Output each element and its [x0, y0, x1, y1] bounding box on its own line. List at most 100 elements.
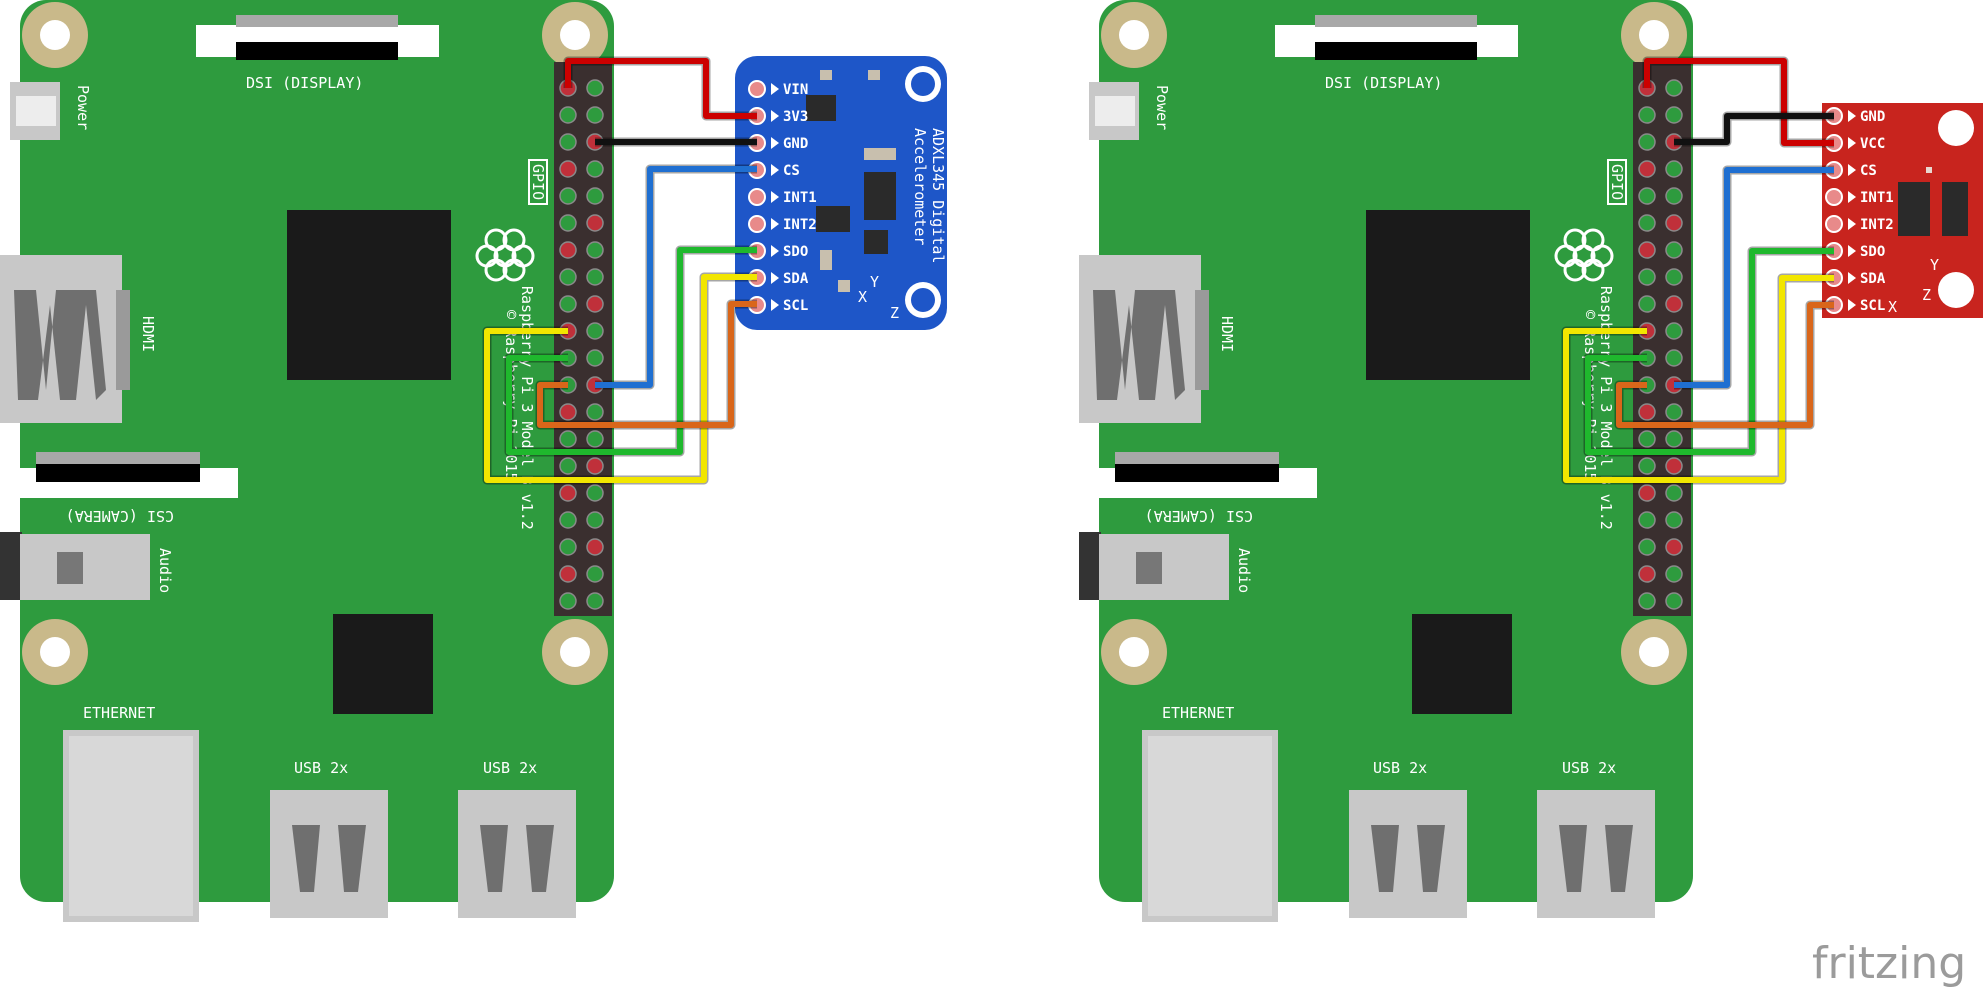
sensor-pin-label: INT2	[783, 217, 817, 233]
sensor-pin-label: CS	[783, 163, 800, 179]
gpio-pin	[586, 403, 604, 421]
gpio-pin	[586, 268, 604, 286]
sensor-pin-int2	[1825, 215, 1843, 233]
sensor-pin-label: SDA	[1860, 271, 1886, 287]
sensor-pin-label: INT1	[783, 190, 817, 206]
gpio-pin	[1638, 214, 1656, 232]
gpio-pin	[586, 187, 604, 205]
gpio-pin	[586, 592, 604, 610]
gpio-pin	[1638, 187, 1656, 205]
gpio-pin	[1665, 322, 1683, 340]
model-label: Raspberry Pi 3 Model B v1.2	[518, 286, 536, 530]
sensor-pin-label: SDO	[1860, 244, 1885, 260]
gpio-pin	[1638, 295, 1656, 313]
sensor-pin-int1	[748, 188, 766, 206]
gpio-pin	[1665, 79, 1683, 97]
wire-layer	[482, 56, 1834, 485]
gpio-pin	[559, 565, 577, 583]
gpio-pin	[1665, 160, 1683, 178]
gpio-pin	[1638, 403, 1656, 421]
fritzing-watermark: fritzing	[1812, 938, 1966, 989]
usb-label-2: USB 2x	[483, 759, 537, 777]
gpio-pin	[559, 484, 577, 502]
gpio-pin	[1638, 133, 1656, 151]
gpio-pin	[586, 214, 604, 232]
wire	[537, 301, 757, 428]
gpio-pin	[559, 511, 577, 529]
gpio-pin	[1665, 511, 1683, 529]
gpio-pin	[1638, 241, 1656, 259]
sensor-pin-label: SDO	[783, 244, 808, 260]
axis-z-label: Z	[890, 304, 899, 322]
audio-label: Audio	[156, 548, 174, 593]
sensor-pin-vin	[748, 80, 766, 98]
gpio-label: GPIO	[1608, 164, 1626, 200]
gpio-pin	[586, 295, 604, 313]
csi-label: CSI (CAMERA)	[66, 507, 174, 525]
sensor-pin-label: INT2	[1860, 217, 1894, 233]
gpio-pin	[559, 133, 577, 151]
axis-z-label: Z	[1922, 286, 1931, 304]
gpio-pin	[1665, 214, 1683, 232]
sensor-pin-label: 3V3	[783, 109, 808, 125]
gpio-pin	[559, 457, 577, 475]
sensor-pin-label: SDA	[783, 271, 809, 287]
sensor-title-line2: Accelerometer	[911, 128, 929, 245]
gpio-pin	[1665, 349, 1683, 367]
csi-label: CSI (CAMERA)	[1145, 507, 1253, 525]
sensor-pin-label: VCC	[1860, 136, 1885, 152]
gpio-pin	[586, 457, 604, 475]
axis-x-label: X	[1888, 298, 1897, 316]
axis-y-label: Y	[870, 273, 879, 291]
gpio-pin	[1665, 295, 1683, 313]
gpio-pin	[586, 241, 604, 259]
hdmi-label: HDMI	[1218, 316, 1236, 352]
gpio-pin	[586, 106, 604, 124]
dsi-label: DSI (DISPLAY)	[246, 74, 363, 92]
usb-label-1: USB 2x	[294, 759, 348, 777]
power-label: Power	[74, 85, 92, 130]
sensor-pin-int2	[748, 215, 766, 233]
raspberry-pi-board-left: DSI (DISPLAY) Power HDMI CSI (CAMERA) Au…	[0, 0, 616, 924]
wire	[565, 58, 757, 119]
gpio-pin	[1638, 106, 1656, 124]
sensor-pin-label: SCL	[783, 298, 808, 314]
sensor-pin-int1	[1825, 188, 1843, 206]
gpio-pin	[1638, 565, 1656, 583]
wire	[1674, 113, 1834, 145]
sensor-pin-label: CS	[1860, 163, 1877, 179]
gpio-pin	[559, 214, 577, 232]
gpio-pin	[1665, 538, 1683, 556]
gpio-pin	[1665, 403, 1683, 421]
gpio-pin	[1638, 160, 1656, 178]
gpio-label: GPIO	[529, 164, 547, 200]
sensor-title-line1: ADXL345 Digital	[929, 128, 947, 263]
gpio-pin	[1638, 457, 1656, 475]
gpio-pin	[1665, 484, 1683, 502]
gpio-pin	[1665, 241, 1683, 259]
gpio-pin	[1665, 106, 1683, 124]
axis-y-label: Y	[1930, 256, 1939, 274]
gpio-pin	[1665, 457, 1683, 475]
sensor-pin-label: INT1	[1860, 190, 1894, 206]
power-label: Power	[1153, 85, 1171, 130]
ethernet-label: ETHERNET	[83, 704, 155, 722]
raspberry-pi-board-right: DSI (DISPLAY) Power HDMI CSI (CAMERA) Au…	[1077, 0, 1695, 924]
gpio-pin	[586, 430, 604, 448]
adxl345-breakout: ADXL345 Digital Accelerometer Y X Z VIN3…	[735, 56, 947, 330]
gpio-pin	[1638, 511, 1656, 529]
gpio-pin	[559, 295, 577, 313]
gpio-pin	[1638, 484, 1656, 502]
gpio-pin	[559, 106, 577, 124]
gpio-pin	[559, 241, 577, 259]
gpio-pin	[559, 187, 577, 205]
hdmi-label: HDMI	[139, 316, 157, 352]
audio-label: Audio	[1235, 548, 1253, 593]
wire	[1585, 248, 1834, 455]
gpio-pin	[586, 160, 604, 178]
gpio-pin	[1638, 592, 1656, 610]
wire	[506, 247, 757, 455]
gpio-pin	[559, 403, 577, 421]
